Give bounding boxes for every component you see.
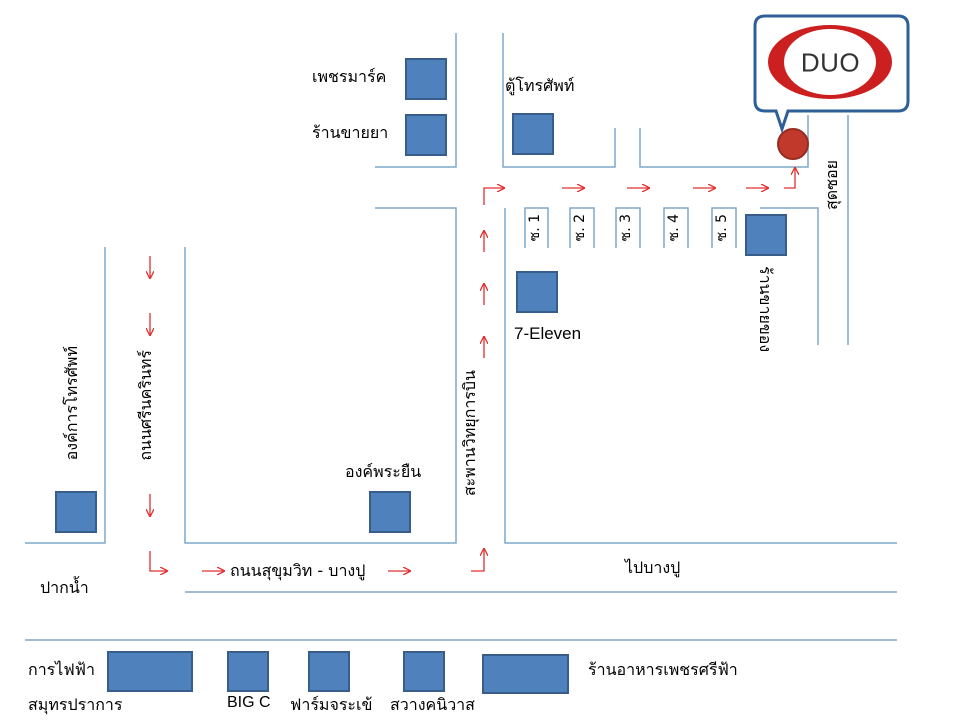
label-srinakharin-road: ถนนศรีนครินทร์ (136, 350, 155, 461)
label-dead-end: สุดซอย (822, 160, 841, 210)
label-samut-prakan: สมุทรปราการ (28, 695, 123, 714)
label-to-bangpu: ไปบางปู (625, 558, 681, 577)
big-c-building (227, 651, 269, 692)
label-paknam: ปากน้ำ (40, 578, 89, 597)
label-electricity: การไฟฟ้า (28, 660, 95, 679)
farm-chorakhe-building (308, 651, 350, 692)
destination-marker (777, 128, 809, 160)
label-grocery: ร้านขายของ (756, 266, 775, 353)
duo-logo-text: DUO (800, 47, 861, 78)
grocery-building (745, 214, 787, 256)
label-soi-1: ซ. 1 (527, 214, 543, 242)
label-seven-eleven: 7-Eleven (514, 324, 582, 343)
sawang-building (403, 651, 445, 692)
electricity-building (107, 651, 193, 692)
label-phone-booth: ตู้โทรศัพท์ (505, 76, 575, 95)
duo-logo: DUO (753, 15, 908, 111)
label-soi-3: ซ. 3 (618, 214, 634, 242)
label-airport-bridge: สะพานวิทยุการบิน (460, 370, 479, 497)
label-soi-2: ซ. 2 (572, 214, 588, 242)
label-farm-chorakhe: ฟาร์มจระเข้ (290, 695, 373, 714)
seven-eleven-building (516, 271, 558, 313)
road-lines (25, 33, 897, 641)
telephone-org-building (55, 491, 97, 533)
label-sukhumvit-road: ถนนสุขุมวิท - บางปู (230, 561, 366, 580)
restaurant-building (482, 654, 569, 694)
label-restaurant: ร้านอาหารเพชรศรีฟ้า (588, 660, 738, 679)
ong-phra-yuen-building (369, 491, 411, 533)
logo-callout-bubble (753, 14, 910, 134)
label-ong-phra-yuen: องค์พระยืน (345, 462, 422, 481)
route-arrows (150, 168, 795, 571)
pharmacy-building (405, 114, 447, 156)
phet-mart-building (405, 58, 447, 100)
label-soi-5: ซ. 5 (714, 214, 730, 242)
label-big-c: BIG C (227, 694, 271, 711)
label-sawang: สวางคนิวาส (390, 695, 475, 714)
phone-booth-building (512, 113, 554, 155)
label-phet-mart: เพชรมาร์ค (312, 67, 387, 86)
label-pharmacy: ร้านขายยา (312, 123, 389, 142)
label-telephone-org: องค์การโทรศัพท์ (62, 346, 81, 461)
label-soi-4: ซ. 4 (666, 214, 682, 242)
